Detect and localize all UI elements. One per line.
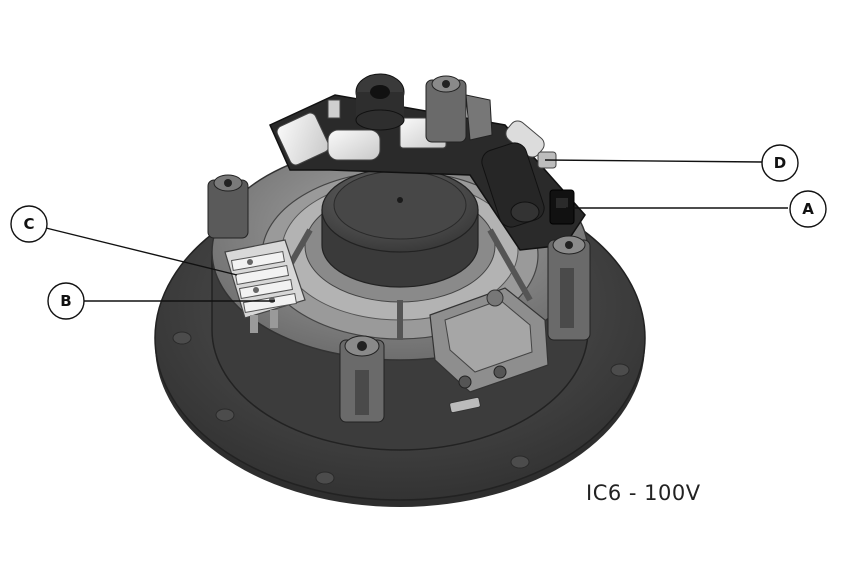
callout-d: D — [761, 144, 799, 182]
capacitor-1 — [276, 112, 330, 166]
callout-c: C — [10, 205, 48, 243]
speaker-magnet — [321, 167, 479, 288]
terminal-block — [224, 239, 306, 333]
transformer — [429, 287, 549, 393]
housing-slot — [449, 396, 481, 414]
leader-line-d — [544, 159, 763, 163]
svg-text:D: D — [774, 154, 786, 172]
clamp-rear-left — [207, 174, 249, 239]
board-post — [327, 99, 341, 119]
callout-lines — [45, 159, 788, 302]
svg-text:A: A — [802, 200, 814, 218]
cable-grommet — [355, 73, 405, 131]
callout-b: B — [47, 282, 85, 320]
model-label: IC6 - 100V — [586, 481, 701, 505]
callout-a: A — [789, 190, 827, 228]
clamp-right — [547, 235, 591, 341]
inductor — [481, 142, 545, 228]
leader-line-c — [45, 227, 238, 276]
clamp-front — [339, 335, 385, 423]
svg-text:C: C — [23, 215, 34, 233]
svg-text:B: B — [60, 292, 71, 310]
capacitor-2 — [327, 129, 381, 161]
clamp-rear-right — [425, 75, 493, 143]
tap-selector-switch — [549, 189, 575, 225]
